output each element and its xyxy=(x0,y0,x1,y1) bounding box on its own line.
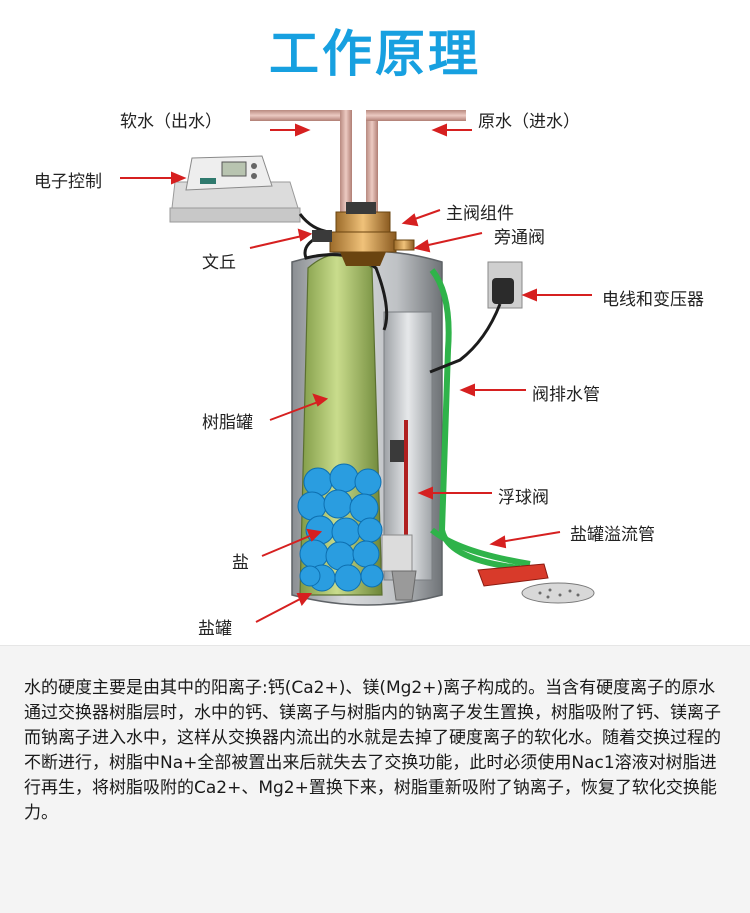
label-resin-tank: 树脂罐 xyxy=(202,413,253,433)
float-chamber xyxy=(381,534,413,572)
float-rod xyxy=(404,420,408,560)
outlet-pipe xyxy=(250,110,350,121)
label-overflow-pipe: 盐罐溢流管 xyxy=(570,525,655,545)
label-controller: 电子控制 xyxy=(34,172,102,192)
label-venturi: 文丘 xyxy=(202,253,236,273)
label-bypass-valve: 旁通阀 xyxy=(494,228,545,248)
description-text: 水的硬度主要是由其中的阳离子:钙(Ca2+)、镁(Mg2+)离子构成的。当含有硬… xyxy=(24,678,721,823)
salt-pellets xyxy=(297,463,384,592)
softener-diagram: 软水（出水） 原水（进水） 电子控制 主阀组件 旁通阀 文丘 电线和变压器 树脂… xyxy=(0,90,750,645)
overflow-hose xyxy=(430,527,531,567)
drain-tray xyxy=(477,563,549,587)
inlet-riser xyxy=(366,110,378,220)
softener-illustration xyxy=(120,110,595,623)
floor-drain xyxy=(521,582,595,604)
label-transformer: 电线和变压器 xyxy=(602,290,704,310)
float-valve-body xyxy=(390,440,404,462)
label-soft-water: 软水（出水） xyxy=(120,112,222,132)
power-cable xyxy=(429,303,502,374)
label-float-valve: 浮球阀 xyxy=(498,488,549,508)
label-main-valve: 主阀组件 xyxy=(446,204,514,224)
label-brine-tank: 盐罐 xyxy=(198,619,232,639)
outlet-riser xyxy=(340,110,352,220)
description-panel: 水的硬度主要是由其中的阳离子:钙(Ca2+)、镁(Mg2+)离子构成的。当含有硬… xyxy=(0,645,750,913)
label-salt: 盐 xyxy=(232,553,249,573)
label-raw-water: 原水（进水） xyxy=(478,112,580,132)
callout-arrows xyxy=(120,123,592,623)
inlet-pipe xyxy=(366,110,466,121)
drain-hose xyxy=(429,268,521,571)
main-valve-head xyxy=(312,202,415,266)
label-drain-pipe: 阀排水管 xyxy=(532,385,600,405)
controller-unit xyxy=(169,155,301,223)
page-title: 工作原理 xyxy=(269,25,481,83)
transformer-unit xyxy=(487,261,523,309)
